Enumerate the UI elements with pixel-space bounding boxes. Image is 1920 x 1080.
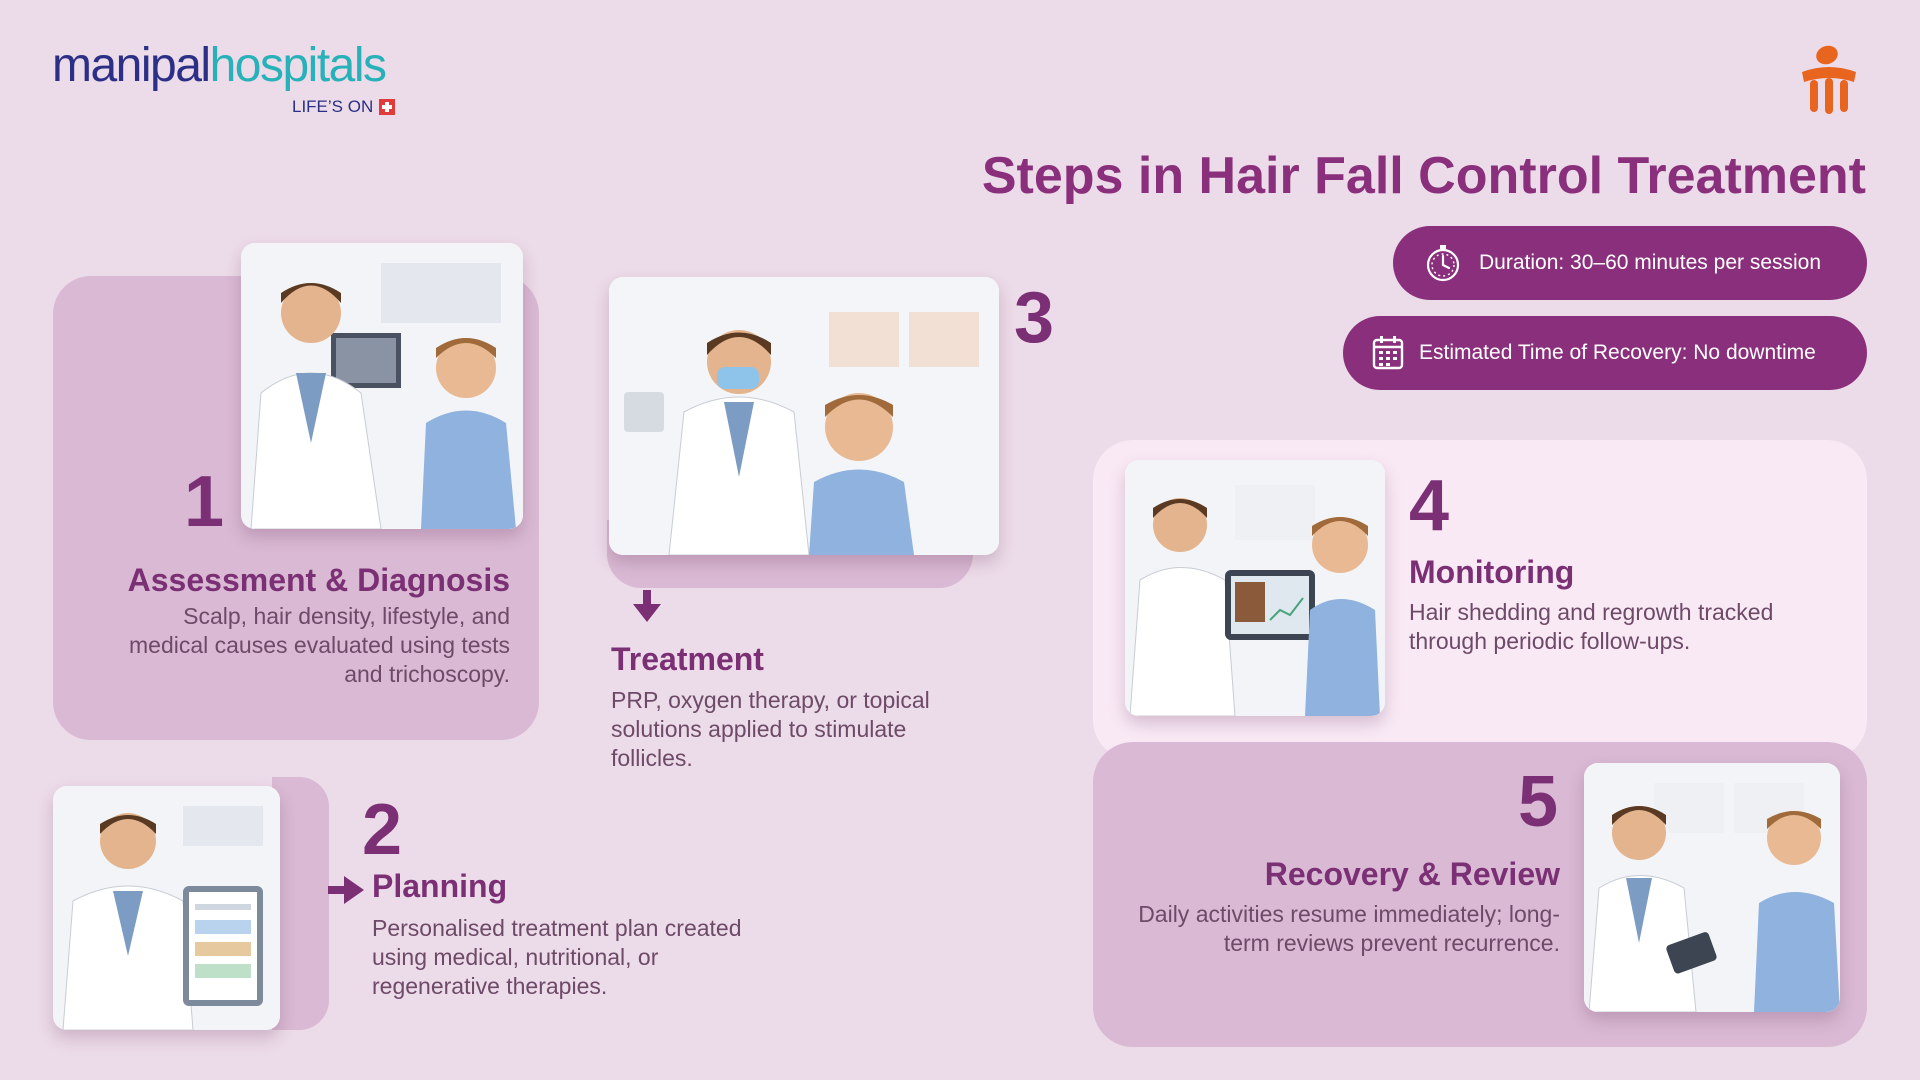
arrow-right-icon [328, 876, 364, 909]
duration-text: Duration: 30–60 minutes per session [1479, 251, 1822, 274]
step-2-illustration [53, 786, 280, 1030]
page-title: Steps in Hair Fall Control Treatment [981, 147, 1866, 205]
step-4-illustration [1125, 460, 1385, 716]
brand-logo: manipalhospitals [52, 38, 387, 93]
step-4-description: Hair shedding and regrowth tracked throu… [1409, 599, 1774, 654]
step-5-title: Recovery & Review [1264, 856, 1560, 892]
calendar-icon [1372, 336, 1404, 370]
logo-tagline-text: LIFE’S ON [292, 97, 374, 116]
stopwatch-icon [1426, 245, 1460, 282]
logo-word-part2: hospitals [209, 39, 387, 92]
step-2-card [272, 777, 329, 1030]
step-3-title: Treatment [611, 641, 764, 677]
step-4-title: Monitoring [1409, 554, 1575, 590]
step-1-description: Scalp, hair density, lifestyle, and medi… [129, 603, 510, 687]
step-1-title: Assessment & Diagnosis [127, 562, 510, 598]
step-2-description: Personalised treatment plan created usin… [372, 915, 742, 999]
duration-pill: Duration: 30–60 minutes per session [1393, 226, 1867, 300]
step-1-illustration [241, 243, 523, 529]
step-5-number: 5 [1518, 762, 1559, 842]
step-3-number: 3 [1014, 278, 1055, 358]
step-3-description: PRP, oxygen therapy, or topical solution… [611, 687, 930, 771]
recovery-pill: Estimated Time of Recovery: No downtime [1343, 316, 1867, 390]
step-5-illustration [1584, 763, 1840, 1012]
recovery-text: Estimated Time of Recovery: No downtime [1419, 341, 1816, 364]
step-1-number: 1 [184, 462, 225, 542]
red-cross-icon [379, 99, 396, 115]
step-2-number: 2 [362, 790, 403, 870]
step-4-number: 4 [1409, 466, 1450, 546]
manipal-figure-icon [1794, 42, 1864, 123]
step-3-illustration [609, 277, 999, 555]
arrow-down-icon [633, 590, 661, 627]
logo-word-part1: manipal [52, 39, 211, 92]
logo-tagline: LIFE’S ON [292, 97, 396, 117]
step-2-title: Planning [372, 868, 508, 904]
step-5-description: Daily activities resume immediately; lon… [1138, 901, 1560, 956]
